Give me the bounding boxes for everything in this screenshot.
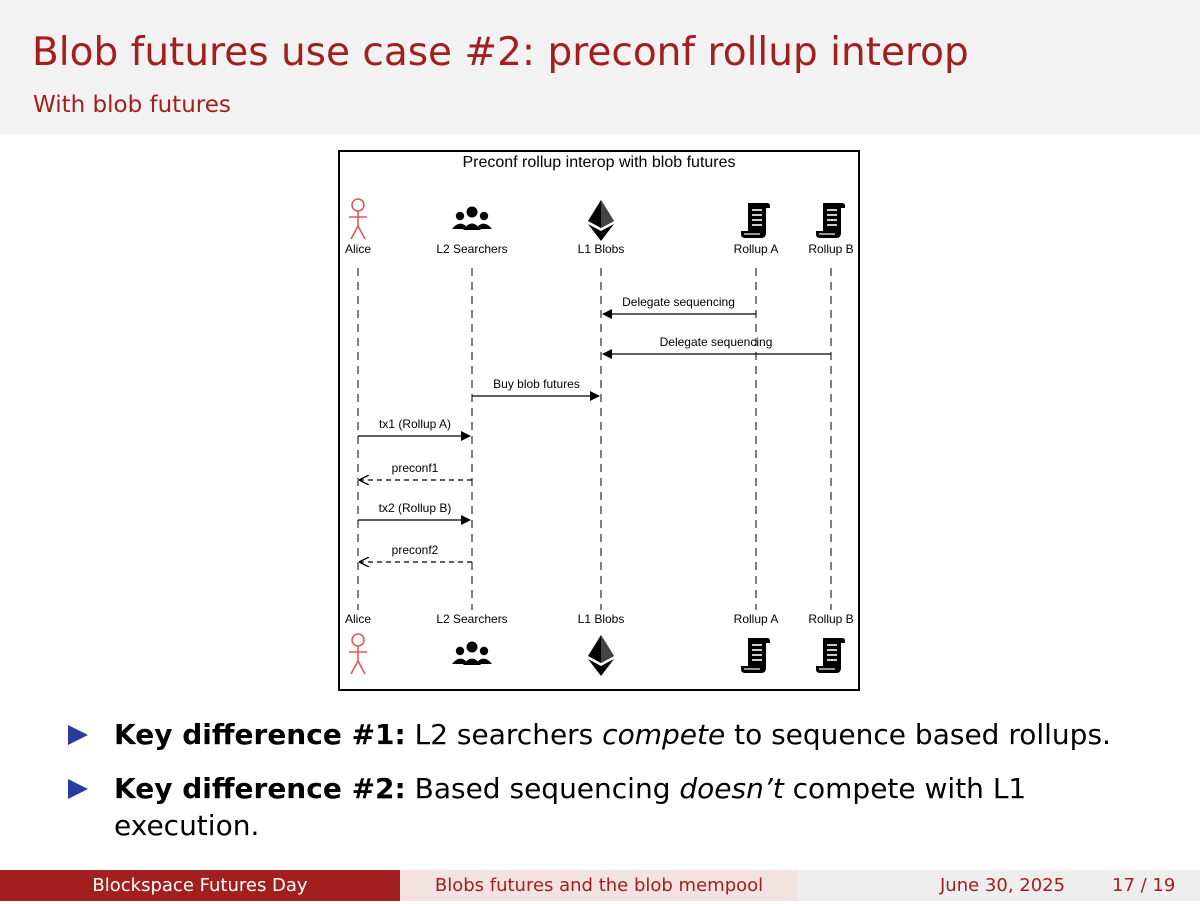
- participant-label-blobs: L1 Blobs: [577, 242, 625, 256]
- footer-talk: Blobs futures and the blob mempool: [400, 870, 798, 901]
- message-label: Delegate sequencing: [622, 295, 735, 309]
- ethereum-icon: [588, 200, 614, 241]
- bullet-bold: Key difference #1:: [114, 718, 406, 751]
- message-label: Delegate sequencing: [659, 335, 773, 349]
- participant-label-alice-bottom: Alice: [344, 612, 372, 626]
- slide-footer: Blockspace Futures Day Blobs futures and…: [0, 870, 1200, 901]
- bullet-triangle-icon: [68, 779, 88, 799]
- diagram-canvas: [349, 198, 845, 676]
- scroll-icon: [816, 638, 845, 673]
- bullet-italic: compete: [602, 718, 726, 751]
- group-icon: [452, 206, 492, 230]
- sequence-diagram: Preconf rollup interop with blob futures…: [338, 150, 860, 691]
- bullet-bold: Key difference #2:: [114, 772, 406, 805]
- scroll-icon: [816, 203, 845, 238]
- message-label: preconf2: [391, 543, 439, 557]
- diagram-title: Preconf rollup interop with blob futures: [462, 154, 736, 171]
- bullet-triangle-icon: [68, 725, 88, 745]
- bullet-item: Key difference #2: Based sequencing does…: [68, 770, 1178, 844]
- message-label: preconf1: [391, 461, 439, 475]
- message-label: tx1 (Rollup A): [378, 417, 452, 431]
- participant-label-searchers-bottom: L2 Searchers: [436, 612, 508, 626]
- bullet-list: Key difference #1: L2 searchers compete …: [68, 716, 1178, 861]
- scroll-icon: [741, 638, 770, 673]
- bullet-item: Key difference #1: L2 searchers compete …: [68, 716, 1178, 753]
- person-icon: [349, 633, 367, 675]
- bullet-text: Based sequencing: [405, 772, 680, 805]
- group-icon: [452, 641, 492, 665]
- participant-label-rollupA-bottom: Rollup A: [733, 612, 779, 626]
- participant-label-rollupA: Rollup A: [733, 242, 779, 256]
- bullet-text: compete with L1 execution.: [114, 772, 1027, 842]
- participant-label-searchers: L2 Searchers: [436, 242, 508, 256]
- participant-label-alice: Alice: [344, 242, 372, 256]
- bullet-text: to sequence based rollups.: [725, 718, 1111, 751]
- footer-date: June 30, 2025: [940, 875, 1066, 896]
- participant-label-rollupB: Rollup B: [808, 242, 854, 256]
- slide-subtitle: With blob futures: [33, 92, 231, 118]
- bullet-italic: doesn’t: [679, 772, 784, 805]
- bullet-text: L2 searchers: [405, 718, 603, 751]
- participant-label-blobs-bottom: L1 Blobs: [577, 612, 625, 626]
- person-icon: [349, 198, 367, 240]
- ethereum-icon: [588, 635, 614, 676]
- message-label: Buy blob futures: [493, 377, 580, 391]
- message-label: tx2 (Rollup B): [378, 501, 452, 515]
- participant-label-rollupB-bottom: Rollup B: [808, 612, 854, 626]
- scroll-icon: [741, 203, 770, 238]
- footer-event: Blockspace Futures Day: [0, 870, 400, 901]
- footer-meta: June 30, 2025 17 / 19: [798, 870, 1200, 901]
- slide-header: Blob futures use case #2: preconf rollup…: [0, 0, 1200, 134]
- slide-title: Blob futures use case #2: preconf rollup…: [32, 30, 969, 75]
- footer-page-number: 17 / 19: [1112, 875, 1176, 896]
